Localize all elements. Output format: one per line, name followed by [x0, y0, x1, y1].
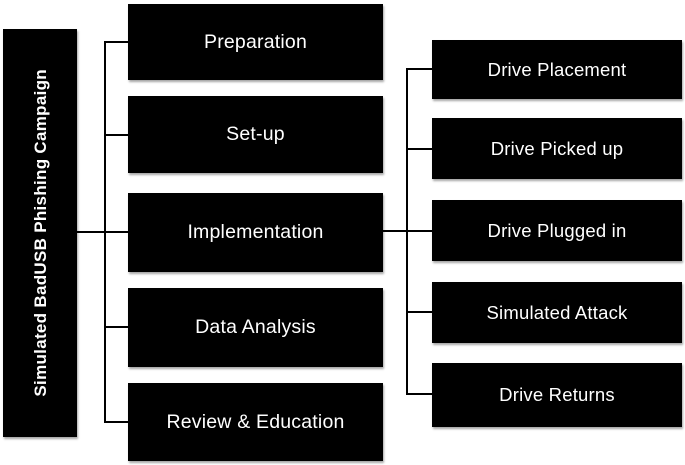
substep-node-simulated-attack: Simulated Attack: [432, 282, 682, 343]
stage-label: Implementation: [187, 221, 324, 243]
stage-node-implementation: Implementation: [128, 193, 383, 272]
substep-label: Simulated Attack: [486, 301, 628, 323]
connector-stub-implementation: [104, 231, 128, 233]
substep-node-drive-returns: Drive Returns: [432, 363, 682, 427]
substep-label: Drive Placement: [487, 58, 627, 80]
connector-stub-drive-plugged-in: [406, 230, 432, 232]
connector-stub-simulated-attack: [406, 311, 432, 313]
connector-stub-preparation: [104, 41, 128, 43]
connector-stub-data-analysis: [104, 326, 128, 328]
stage-node-review-education: Review & Education: [128, 383, 383, 461]
stage-node-preparation: Preparation: [128, 4, 383, 80]
substep-node-drive-picked-up: Drive Picked up: [432, 118, 682, 179]
connector-stub-drive-returns: [406, 393, 432, 395]
substep-label: Drive Returns: [499, 384, 615, 405]
connector-stub-setup: [104, 134, 128, 136]
substep-label: Drive Picked up: [490, 137, 624, 159]
root-node-campaign: Simulated BadUSB Phishing Campaign: [3, 29, 77, 437]
stage-label: Set-up: [226, 123, 285, 145]
stage-node-setup: Set-up: [128, 96, 383, 173]
stage-node-data-analysis: Data Analysis: [128, 288, 383, 367]
connector-root-trunk: [77, 231, 104, 233]
stage-label: Data Analysis: [195, 316, 316, 338]
connector-stub-drive-placement: [406, 68, 432, 70]
connector-implementation-trunk: [382, 230, 407, 232]
root-node-label: Simulated BadUSB Phishing Campaign: [30, 69, 50, 397]
substep-label: Drive Plugged in: [487, 219, 627, 241]
stage-label: Review & Education: [166, 410, 345, 433]
stage-label: Preparation: [203, 30, 307, 53]
connector-stub-drive-picked-up: [406, 148, 432, 150]
connector-stub-review: [104, 421, 128, 423]
substep-node-drive-placement: Drive Placement: [432, 40, 682, 99]
substep-node-drive-plugged-in: Drive Plugged in: [432, 200, 682, 261]
